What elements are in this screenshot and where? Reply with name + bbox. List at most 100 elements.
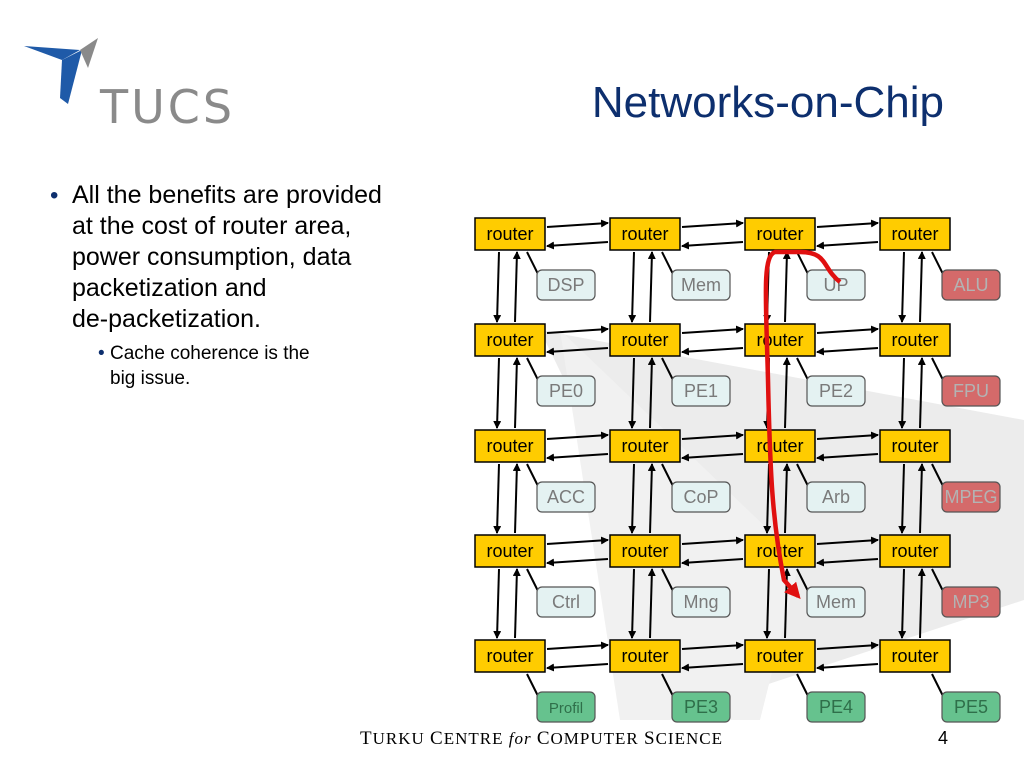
router-label: router [891, 541, 938, 561]
link-north [647, 463, 656, 534]
router-rect [744, 323, 816, 357]
core-label: Profil [549, 700, 583, 717]
bullet-line: Cache coherence is the [110, 343, 310, 364]
router: router [609, 323, 681, 357]
bullet-dot: • [50, 182, 59, 209]
core-box: ALU [941, 269, 1001, 301]
core-rect [941, 375, 1001, 407]
core-link [661, 673, 675, 699]
link-west [546, 241, 609, 250]
core-rect [806, 375, 866, 407]
link-west [546, 453, 609, 462]
core-link [931, 568, 945, 594]
link-east [681, 325, 744, 334]
router-rect [879, 217, 951, 251]
router-rect [609, 217, 681, 251]
link-south [628, 357, 637, 429]
router-label: router [756, 330, 803, 350]
router: router [879, 323, 951, 357]
core-box: UP [806, 269, 866, 301]
link-west [681, 663, 744, 672]
core-box: PE5 [941, 691, 1001, 723]
router-rect [879, 639, 951, 673]
core-link [661, 463, 675, 489]
bullet-line: All the benefits are provided [72, 181, 382, 209]
link-north [917, 568, 926, 639]
link-east [816, 219, 879, 228]
bullet-line: power consumption, data [72, 243, 352, 271]
router: router [879, 639, 951, 673]
core-link [526, 568, 540, 594]
router: router [474, 429, 546, 463]
router: router [879, 217, 951, 251]
core-rect [536, 481, 596, 513]
router: router [474, 217, 546, 251]
link-north [782, 251, 791, 323]
router-label: router [621, 436, 668, 456]
core-link [931, 357, 945, 383]
core-box: PE2 [806, 375, 866, 407]
router-label: router [486, 436, 533, 456]
link-east [546, 641, 609, 650]
core-rect [671, 375, 731, 407]
bullet-line: packetization and [72, 274, 267, 302]
link-east [681, 431, 744, 440]
link-west [681, 558, 744, 567]
link-south [493, 463, 502, 534]
link-north [647, 357, 656, 429]
core-rect [536, 586, 596, 618]
tucs-logo-icon [24, 38, 98, 104]
tucs-logo: TUCS [22, 38, 232, 134]
router-rect [609, 534, 681, 568]
router-label: router [621, 330, 668, 350]
bullet-dot: • [98, 343, 105, 364]
core-label: PE1 [684, 381, 718, 401]
core-link [796, 251, 810, 277]
link-east [681, 641, 744, 650]
link-west [816, 558, 879, 567]
link-west [816, 453, 879, 462]
link-west [546, 663, 609, 672]
core-rect [941, 481, 1001, 513]
bullet-sub: • Cache coherence is the big issue. [98, 341, 490, 391]
router-rect [609, 323, 681, 357]
router-rect [744, 217, 816, 251]
core-rect [806, 586, 866, 618]
route-line [763, 249, 842, 600]
core-rect [671, 586, 731, 618]
router: router [744, 639, 816, 673]
link-west [681, 241, 744, 250]
link-east [816, 325, 879, 334]
core-box: Mem [806, 586, 866, 618]
link-north [512, 463, 521, 534]
link-north [917, 463, 926, 534]
router-label: router [486, 224, 533, 244]
link-west [816, 241, 879, 250]
link-layer [493, 219, 945, 699]
link-east [816, 431, 879, 440]
router: router [744, 429, 816, 463]
core-link [526, 251, 540, 277]
link-south [898, 463, 907, 534]
router: router [474, 639, 546, 673]
core-label: MP3 [952, 592, 989, 612]
core-box: FPU [941, 375, 1001, 407]
core-label: Arb [822, 487, 850, 507]
link-south [898, 357, 907, 429]
core-label: CoP [683, 487, 718, 507]
link-east [816, 641, 879, 650]
bullet-main: • All the benefits are provided at the c… [50, 180, 490, 335]
link-north [512, 568, 521, 639]
core-box: Profil [536, 691, 596, 723]
router: router [474, 534, 546, 568]
core-link [931, 673, 945, 699]
link-north [917, 357, 926, 429]
router-rect [474, 323, 546, 357]
core-box: Mng [671, 586, 731, 618]
core-box: PE0 [536, 375, 596, 407]
route-path [763, 249, 842, 600]
link-south [628, 251, 637, 323]
link-west [681, 453, 744, 462]
router-rect [879, 534, 951, 568]
link-north [512, 357, 521, 429]
